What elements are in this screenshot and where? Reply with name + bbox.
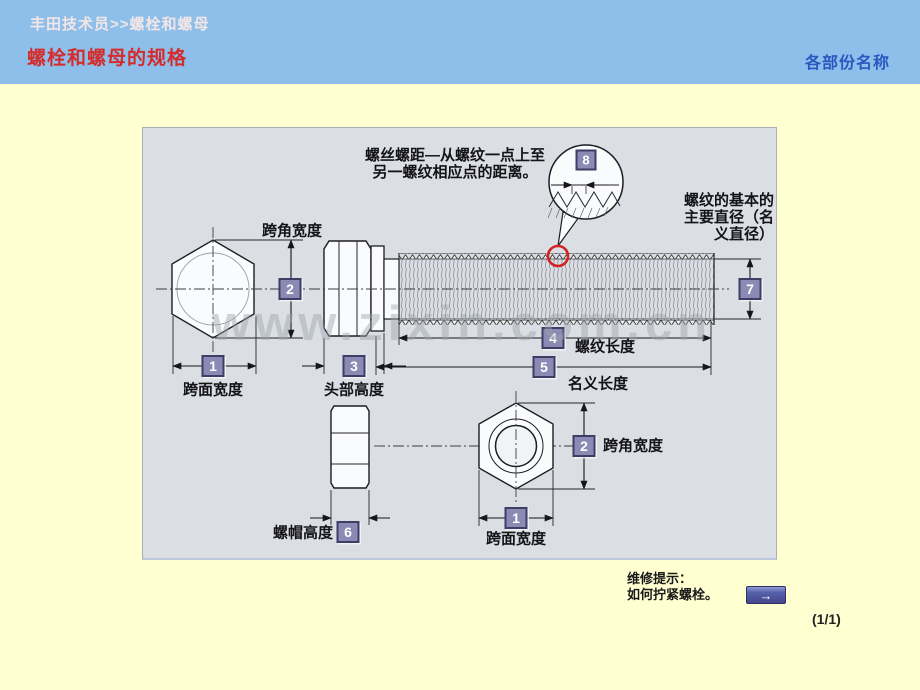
label-head-height: 头部高度 [323,381,385,399]
page-indicator: (1/1) [812,611,841,627]
right-arrow-icon: → [759,587,773,603]
label-nut-across-flats: 跨面宽度 [485,530,547,548]
next-arrow-button[interactable]: → [746,586,786,604]
pitch-note-line1: 螺丝螺距—从螺纹一点上至 [364,147,545,164]
pitch-note: 螺丝螺距—从螺纹一点上至 另一螺纹相应点的距离。 [346,147,564,181]
badge-8-thread-pitch: 8 [575,149,597,171]
label-bolt-across-flats: 跨面宽度 [182,381,244,399]
label-nut-across-corners: 跨角宽度 [602,437,664,455]
header-bar: 丰田技术员>>螺栓和螺母 螺栓和螺母的规格 各部份名称 [0,0,920,84]
badge-2-nut-across-corners: 2 [572,435,596,457]
badge-4-thread-length: 4 [541,327,565,349]
label-bolt-across-corners: 跨角宽度 [261,222,323,240]
repair-hint-line1: 维修提示： [627,571,693,586]
badge-6-nut-height: 6 [336,521,360,543]
badge-3-head-height: 3 [342,355,366,377]
diagram-panel: 螺丝螺距—从螺纹一点上至 另一螺纹相应点的距离。 螺纹的基本的 主要直径（名 义… [142,127,777,560]
label-thread-length: 螺纹长度 [574,338,636,356]
badge-7-major-diameter: 7 [738,278,762,300]
badge-1-nut-across-flats: 1 [504,507,528,529]
badge-1-bolt-across-flats: 1 [201,355,225,377]
label-nut-height: 螺帽高度 [272,524,334,542]
major-diameter-note: 螺纹的基本的 主要直径（名 义直径） [683,192,774,243]
badge-2-bolt-across-corners: 2 [278,278,302,300]
label-nominal-length: 名义长度 [567,375,629,393]
section-title: 各部份名称 [804,55,890,72]
repair-hint: 维修提示： 如何拧紧螺栓。 [627,571,718,603]
page-title: 螺栓和螺母的规格 [27,48,188,69]
badge-5-nominal-length: 5 [532,356,556,378]
pitch-note-line2: 另一螺纹相应点的距离。 [372,164,538,181]
repair-hint-line2: 如何拧紧螺栓。 [627,587,719,602]
bolt-nut-diagram [156,144,761,526]
breadcrumb: 丰田技术员>>螺栓和螺母 [30,16,210,33]
